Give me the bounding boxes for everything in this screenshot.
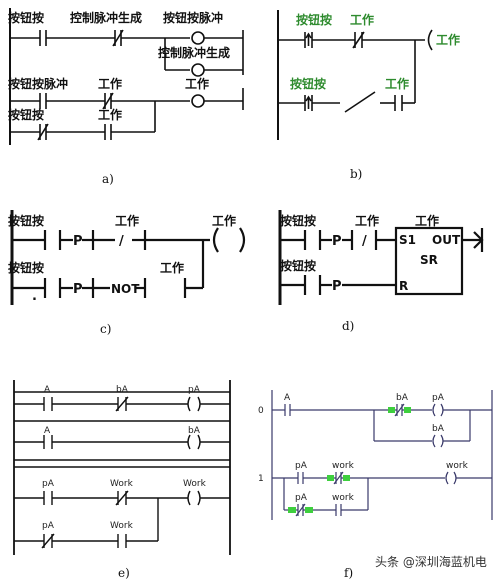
label-work: 工作 — [115, 213, 139, 228]
label-ctrl-gen: 控制脉冲生成 — [70, 10, 142, 25]
label-work-box: 工作 — [415, 213, 439, 228]
label-pa: pA — [432, 393, 445, 403]
panel-f — [271, 390, 493, 520]
label-rung1: 1 — [258, 474, 264, 484]
label-a2: A — [44, 426, 51, 436]
label-p: P — [73, 234, 83, 249]
label-btn: 按钮按 — [8, 213, 44, 228]
label-a: A — [284, 393, 291, 403]
highlight-marks — [288, 407, 411, 513]
label-work: 工作 — [355, 213, 379, 228]
label-btn: 按钮按 — [8, 10, 44, 25]
label-ba: bA — [396, 393, 409, 403]
caption-e: e) — [118, 566, 130, 580]
label-btn-2: 按钮按 — [8, 260, 44, 275]
label-btn-2: 按钮按 — [280, 258, 316, 273]
caption-f: f) — [344, 566, 353, 580]
label-work: work — [332, 461, 355, 471]
watermark: 头条 @深圳海蓝机电 — [375, 554, 487, 569]
label-sr: SR — [420, 253, 438, 267]
label-pa3: pA — [295, 493, 308, 503]
label-slash: / — [362, 234, 367, 249]
label-r: R — [399, 279, 408, 293]
label-ba2: bA — [432, 424, 445, 434]
panel-e — [13, 380, 231, 555]
label-p2: P — [332, 279, 342, 294]
label-btn-pulse-2: 按钮按脉冲 — [8, 76, 68, 91]
label-p: P — [332, 234, 342, 249]
label-pa4: pA — [42, 521, 55, 531]
label-rung0: 0 — [258, 406, 264, 416]
label-btn-pulse: 按钮按脉冲 — [163, 10, 223, 25]
panel-b — [277, 10, 433, 140]
caption-b: b) — [350, 167, 362, 181]
panel-a — [9, 8, 244, 145]
label-ba2: bA — [188, 426, 201, 436]
caption-d: d) — [342, 319, 354, 333]
label-work: 工作 — [98, 76, 122, 91]
label-out: OUT — [432, 233, 461, 247]
label-btn-2: 按钮按 — [290, 76, 326, 91]
panel-d — [278, 210, 484, 305]
label-work2: Work — [110, 521, 134, 531]
label-ba: bA — [116, 385, 129, 395]
label-pa2: pA — [295, 461, 308, 471]
label-btn: 按钮按 — [280, 213, 316, 228]
panel-c — [10, 210, 246, 305]
label-work-out: Work — [183, 479, 207, 489]
caption-a: a) — [102, 172, 114, 186]
label-work2: work — [332, 493, 355, 503]
label-work-out: 工作 — [185, 76, 209, 91]
label-work-out: 工作 — [212, 213, 236, 228]
label-slash: / — [119, 234, 124, 249]
label-s1: S1 — [399, 233, 416, 247]
label-ctrl-gen-2: 控制脉冲生成 — [158, 45, 230, 60]
label-work-out: 工作 — [436, 32, 460, 47]
label-pa3: pA — [42, 479, 55, 489]
label-work-out: work — [446, 461, 469, 471]
label-work-2: 工作 — [98, 107, 122, 122]
label-work-2: 工作 — [385, 76, 409, 91]
label-pa: pA — [188, 385, 201, 395]
label-work: 工作 — [350, 12, 374, 27]
label-not: NOT — [111, 282, 140, 296]
label-a: A — [44, 385, 51, 395]
caption-c: c) — [100, 322, 111, 336]
label-dot: . — [32, 289, 37, 304]
label-btn-2: 按钮按 — [8, 107, 44, 122]
label-work: Work — [110, 479, 134, 489]
label-p2: P — [73, 282, 83, 297]
label-work-2: 工作 — [160, 260, 184, 275]
label-btn: 按钮按 — [296, 12, 332, 27]
